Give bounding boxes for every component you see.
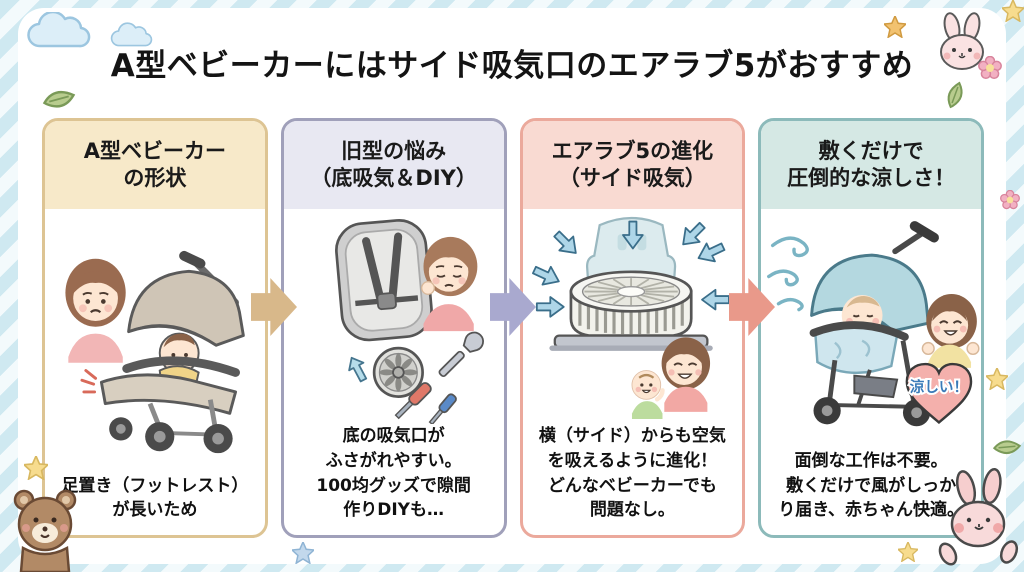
step-card-cooling-result: 敷くだけで 圧倒的な涼しさ！ — [758, 118, 984, 538]
wind-icon — [767, 236, 810, 312]
step4-header-label: 敷くだけで 圧倒的な涼しさ！ — [787, 138, 956, 190]
mother-baby-icon — [631, 337, 710, 420]
worried-woman-icon — [420, 236, 478, 332]
cloud-icon — [27, 12, 91, 48]
side-intake-illustration — [531, 216, 730, 420]
star-icon — [1002, 0, 1024, 22]
step1-header-label: A型ベビーカー の形状 — [83, 138, 226, 190]
bear-icon — [13, 489, 77, 572]
step4-illustration: 涼しい！ — [761, 209, 981, 449]
step2-caption: 底の吸気口が ふさがれやすい。 100均グッズで隙間 作りDIYも… — [284, 424, 504, 535]
step-card-stroller-shape: A型ベビーカー の形状 — [42, 118, 268, 538]
step2-header: 旧型の悩み （底吸気＆DIY） — [283, 121, 504, 209]
stroller-shape-illustration — [65, 250, 245, 454]
star-icon — [292, 542, 314, 564]
bunny-icon — [940, 12, 984, 70]
step4-caption: 面倒な工作は不要。 敷くだけで風がしっか り届き、赤ちゃん快適。 — [761, 449, 981, 535]
flower-icon — [1000, 190, 1020, 210]
step-card-old-model-problem: 旧型の悩み （底吸気＆DIY） — [280, 118, 507, 538]
step3-header: エアラブ5の進化 （サイド吸気） — [522, 121, 743, 209]
page-title: A型ベビーカーにはサイド吸気口のエアラブ5がおすすめ — [110, 48, 914, 84]
heart-label: 涼しい！ — [910, 378, 968, 396]
flower-icon — [978, 56, 1002, 80]
tools-icon — [394, 331, 484, 425]
leaf-icon — [947, 81, 963, 109]
step3-caption-label: 横（サイド）からも空気 を吸えるように進化！ どんなベビーカーでも 問題なし。 — [538, 426, 726, 521]
step2-illustration — [284, 209, 504, 425]
step1-caption-label: 足置き（フットレスト） が長いため — [61, 475, 249, 521]
star-icon — [986, 368, 1008, 390]
step1-header: A型ベビーカー の形状 — [45, 121, 265, 209]
star-icon — [898, 542, 918, 562]
heart-icon — [905, 362, 973, 424]
step1-illustration — [45, 209, 265, 474]
airflow-arrows-icon — [531, 220, 730, 318]
cool-stroller-icon — [809, 221, 940, 427]
step3-caption: 横（サイド）からも空気 を吸えるように進化！ どんなベビーカーでも 問題なし。 — [523, 424, 743, 535]
cloud-icon — [110, 22, 153, 47]
step4-caption-label: 面倒な工作は不要。 敷くだけで風がしっか り届き、赤ちゃん快適。 — [778, 451, 965, 521]
happy-mother-icon — [921, 294, 980, 368]
airluv-fan-icon — [548, 270, 713, 351]
stroller-icon — [80, 250, 245, 454]
bunny-icon — [938, 467, 1019, 566]
star-icon — [24, 456, 48, 480]
bottom-intake-illustration — [334, 219, 484, 425]
star-icon — [884, 16, 906, 38]
leaf-icon — [992, 440, 1022, 455]
old-seat-icon — [334, 219, 433, 342]
fan-grate-icon — [372, 346, 424, 398]
step4-header: 敷くだけで 圧倒的な涼しさ！ — [761, 121, 981, 209]
step3-header-label: エアラブ5の進化 （サイド吸気） — [551, 138, 714, 190]
step-card-airluv5-evolution: エアラブ5の進化 （サイド吸気） — [519, 118, 746, 538]
cool-heart-badge: 涼しい！ — [905, 362, 973, 424]
step1-caption: 足置き（フットレスト） が長いため — [45, 474, 265, 535]
steps-row: A型ベビーカー の形状 — [42, 118, 984, 538]
worried-mother-icon — [65, 258, 126, 363]
cool-stroller-illustration: 涼しい！ — [767, 221, 980, 427]
step2-caption-label: 底の吸気口が ふさがれやすい。 100均グッズで隙間 作りDIYも… — [316, 426, 471, 521]
step2-header-label: 旧型の悩み （底吸気＆DIY） — [310, 138, 477, 190]
leaf-icon — [42, 90, 76, 108]
step3-illustration — [523, 209, 743, 424]
